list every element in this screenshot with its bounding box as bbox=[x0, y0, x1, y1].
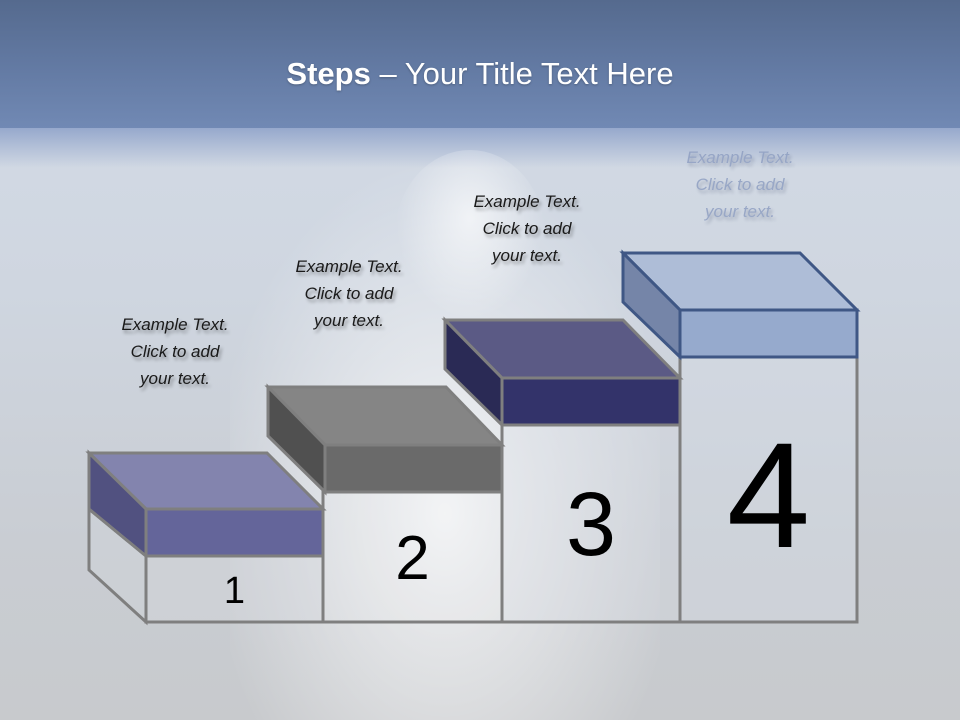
step-2-number: 2 bbox=[395, 524, 430, 593]
caption-line: Example Text. bbox=[121, 315, 229, 334]
caption-line: your text. bbox=[140, 369, 210, 388]
step-3-base-front bbox=[500, 423, 682, 624]
step-4-slab bbox=[619, 249, 861, 361]
step-3-slab bbox=[441, 316, 684, 429]
step-2-base-front bbox=[321, 490, 504, 624]
caption-line: Click to add bbox=[482, 219, 572, 238]
step-2-slab bbox=[264, 383, 506, 496]
title-bold-part: Steps bbox=[286, 56, 371, 91]
step-1-slab bbox=[85, 449, 327, 560]
title-header-band bbox=[0, 0, 960, 128]
step-3-number: 3 bbox=[565, 475, 617, 575]
step-1-caption[interactable]: Example Text. Click to add your text. bbox=[90, 311, 260, 392]
caption-line: your text. bbox=[314, 311, 384, 330]
step-1-number: 1 bbox=[223, 570, 246, 612]
caption-line: Click to add bbox=[130, 342, 220, 361]
caption-line: Click to add bbox=[695, 175, 785, 194]
caption-line: Example Text. bbox=[686, 148, 794, 167]
caption-line: Example Text. bbox=[295, 257, 403, 276]
caption-line: your text. bbox=[492, 246, 562, 265]
step-4-base-front bbox=[678, 355, 859, 624]
caption-line: Example Text. bbox=[473, 192, 581, 211]
step-4-caption[interactable]: Example Text. Click to add your text. bbox=[655, 144, 825, 225]
background-lightbulb bbox=[395, 150, 545, 320]
step-2-caption[interactable]: Example Text. Click to add your text. bbox=[264, 253, 434, 334]
step-4-number: 4 bbox=[726, 411, 811, 579]
caption-line: Click to add bbox=[304, 284, 394, 303]
step-1-base-front bbox=[144, 554, 325, 624]
step-3-caption[interactable]: Example Text. Click to add your text. bbox=[442, 188, 612, 269]
title-rest-part: – Your Title Text Here bbox=[370, 56, 674, 91]
slide-title[interactable]: Steps – Your Title Text Here bbox=[0, 56, 960, 92]
caption-line: your text. bbox=[705, 202, 775, 221]
